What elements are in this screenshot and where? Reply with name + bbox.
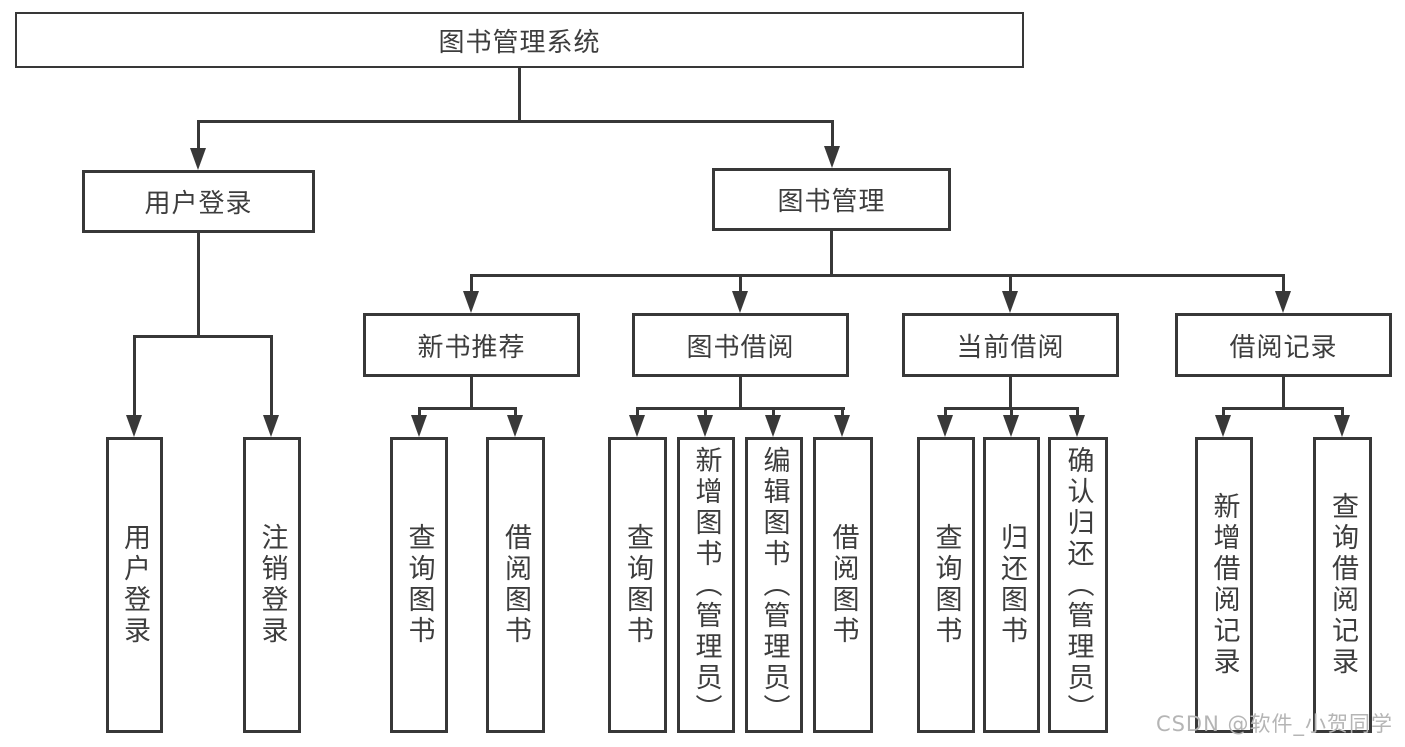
connector-line <box>197 120 200 150</box>
connector-line <box>1222 407 1344 410</box>
connector-line <box>830 231 833 274</box>
leaf-add-book-admin-label: 新增图书（管理员） <box>690 445 722 725</box>
connector-line <box>470 274 1284 277</box>
leaf-user-login: 用户登录 <box>106 437 163 733</box>
connector-line <box>636 407 845 410</box>
arrowhead-icon <box>732 291 748 313</box>
node-root-label: 图书管理系统 <box>438 27 601 58</box>
node-current-borrow-label: 当前借阅 <box>956 332 1065 363</box>
node-new-book-recommend-label: 新书推荐 <box>417 332 526 363</box>
leaf-return-book-label: 归还图书 <box>996 523 1027 647</box>
leaf-query-book-current: 查询图书 <box>917 437 975 733</box>
leaf-query-book-recommend-label: 查询图书 <box>403 523 435 647</box>
connector-line <box>418 407 517 410</box>
arrowhead-icon <box>834 415 850 437</box>
connector-line <box>831 120 834 148</box>
leaf-return-book: 归还图书 <box>983 437 1040 733</box>
node-user-login: 用户登录 <box>82 170 315 233</box>
connector-line <box>470 377 473 407</box>
connector-line <box>270 335 273 417</box>
node-book-management: 图书管理 <box>712 168 951 231</box>
leaf-query-book-borrow-label: 查询图书 <box>622 523 653 647</box>
connector-line <box>133 335 273 338</box>
leaf-query-borrow-record-label: 查询借阅记录 <box>1327 492 1358 678</box>
connector-line <box>518 68 521 120</box>
arrowhead-icon <box>697 415 713 437</box>
leaf-logout-label: 注销登录 <box>256 523 288 647</box>
leaf-add-borrow-record-label: 新增借阅记录 <box>1208 492 1240 678</box>
arrowhead-icon <box>1215 415 1231 437</box>
node-root: 图书管理系统 <box>15 12 1024 68</box>
node-user-login-label: 用户登录 <box>144 189 253 219</box>
connector-line <box>1341 407 1344 419</box>
leaf-logout: 注销登录 <box>243 437 301 733</box>
arrowhead-icon <box>937 415 953 437</box>
connector-line <box>1009 274 1012 293</box>
connector-line <box>739 377 742 407</box>
arrowhead-icon <box>190 148 206 170</box>
node-book-borrow: 图书借阅 <box>632 313 849 377</box>
arrowhead-icon <box>1069 415 1085 437</box>
connector-line <box>514 407 517 419</box>
connector-line <box>1010 407 1013 419</box>
leaf-query-book-borrow: 查询图书 <box>608 437 667 733</box>
leaf-borrow-book-recommend-label: 借阅图书 <box>500 523 531 647</box>
leaf-query-borrow-record: 查询借阅记录 <box>1313 437 1372 733</box>
node-current-borrow: 当前借阅 <box>902 313 1119 377</box>
leaf-borrow-book-label: 借阅图书 <box>827 523 859 647</box>
connector-line <box>739 274 742 293</box>
arrowhead-icon <box>263 415 279 437</box>
connector-line <box>197 233 200 335</box>
leaf-edit-book-admin: 编辑图书（管理员） <box>745 437 803 733</box>
connector-line <box>772 407 775 419</box>
connector-line <box>470 274 473 293</box>
connector-line <box>944 407 947 419</box>
leaf-borrow-book-recommend: 借阅图书 <box>486 437 545 733</box>
connector-line <box>1282 274 1285 293</box>
connector-line <box>197 120 834 123</box>
connector-line <box>704 407 707 419</box>
leaf-query-book-recommend: 查询图书 <box>390 437 448 733</box>
leaf-user-login-label: 用户登录 <box>119 523 150 647</box>
arrowhead-icon <box>507 415 523 437</box>
leaf-add-borrow-record: 新增借阅记录 <box>1195 437 1253 733</box>
node-new-book-recommend: 新书推荐 <box>363 313 580 377</box>
arrowhead-icon <box>1275 291 1291 313</box>
connector-line <box>841 407 844 419</box>
arrowhead-icon <box>629 415 645 437</box>
leaf-confirm-return-admin-label: 确认归还（管理员） <box>1062 445 1094 725</box>
connector-line <box>1076 407 1079 419</box>
arrowhead-icon <box>126 415 142 437</box>
connector-line <box>1282 377 1285 407</box>
node-borrow-record: 借阅记录 <box>1175 313 1392 377</box>
arrowhead-icon <box>463 291 479 313</box>
connector-line <box>636 407 639 419</box>
leaf-confirm-return-admin: 确认归还（管理员） <box>1048 437 1108 733</box>
connector-line <box>1222 407 1225 419</box>
node-book-management-label: 图书管理 <box>777 187 886 217</box>
connector-line <box>133 335 136 417</box>
connector-line <box>1009 377 1012 407</box>
arrowhead-icon <box>1002 291 1018 313</box>
leaf-edit-book-admin-label: 编辑图书（管理员） <box>758 445 790 725</box>
arrowhead-icon <box>1003 415 1019 437</box>
arrowhead-icon <box>824 146 840 168</box>
node-book-borrow-label: 图书借阅 <box>686 332 795 363</box>
arrowhead-icon <box>411 415 427 437</box>
arrowhead-icon <box>765 415 781 437</box>
arrowhead-icon <box>1334 415 1350 437</box>
connector-line <box>418 407 421 419</box>
leaf-borrow-book: 借阅图书 <box>813 437 873 733</box>
leaf-query-book-current-label: 查询图书 <box>930 523 962 647</box>
node-borrow-record-label: 借阅记录 <box>1229 332 1338 363</box>
csdn-watermark: CSDN @软件_小贺同学 <box>1155 712 1393 736</box>
leaf-add-book-admin: 新增图书（管理员） <box>677 437 735 733</box>
